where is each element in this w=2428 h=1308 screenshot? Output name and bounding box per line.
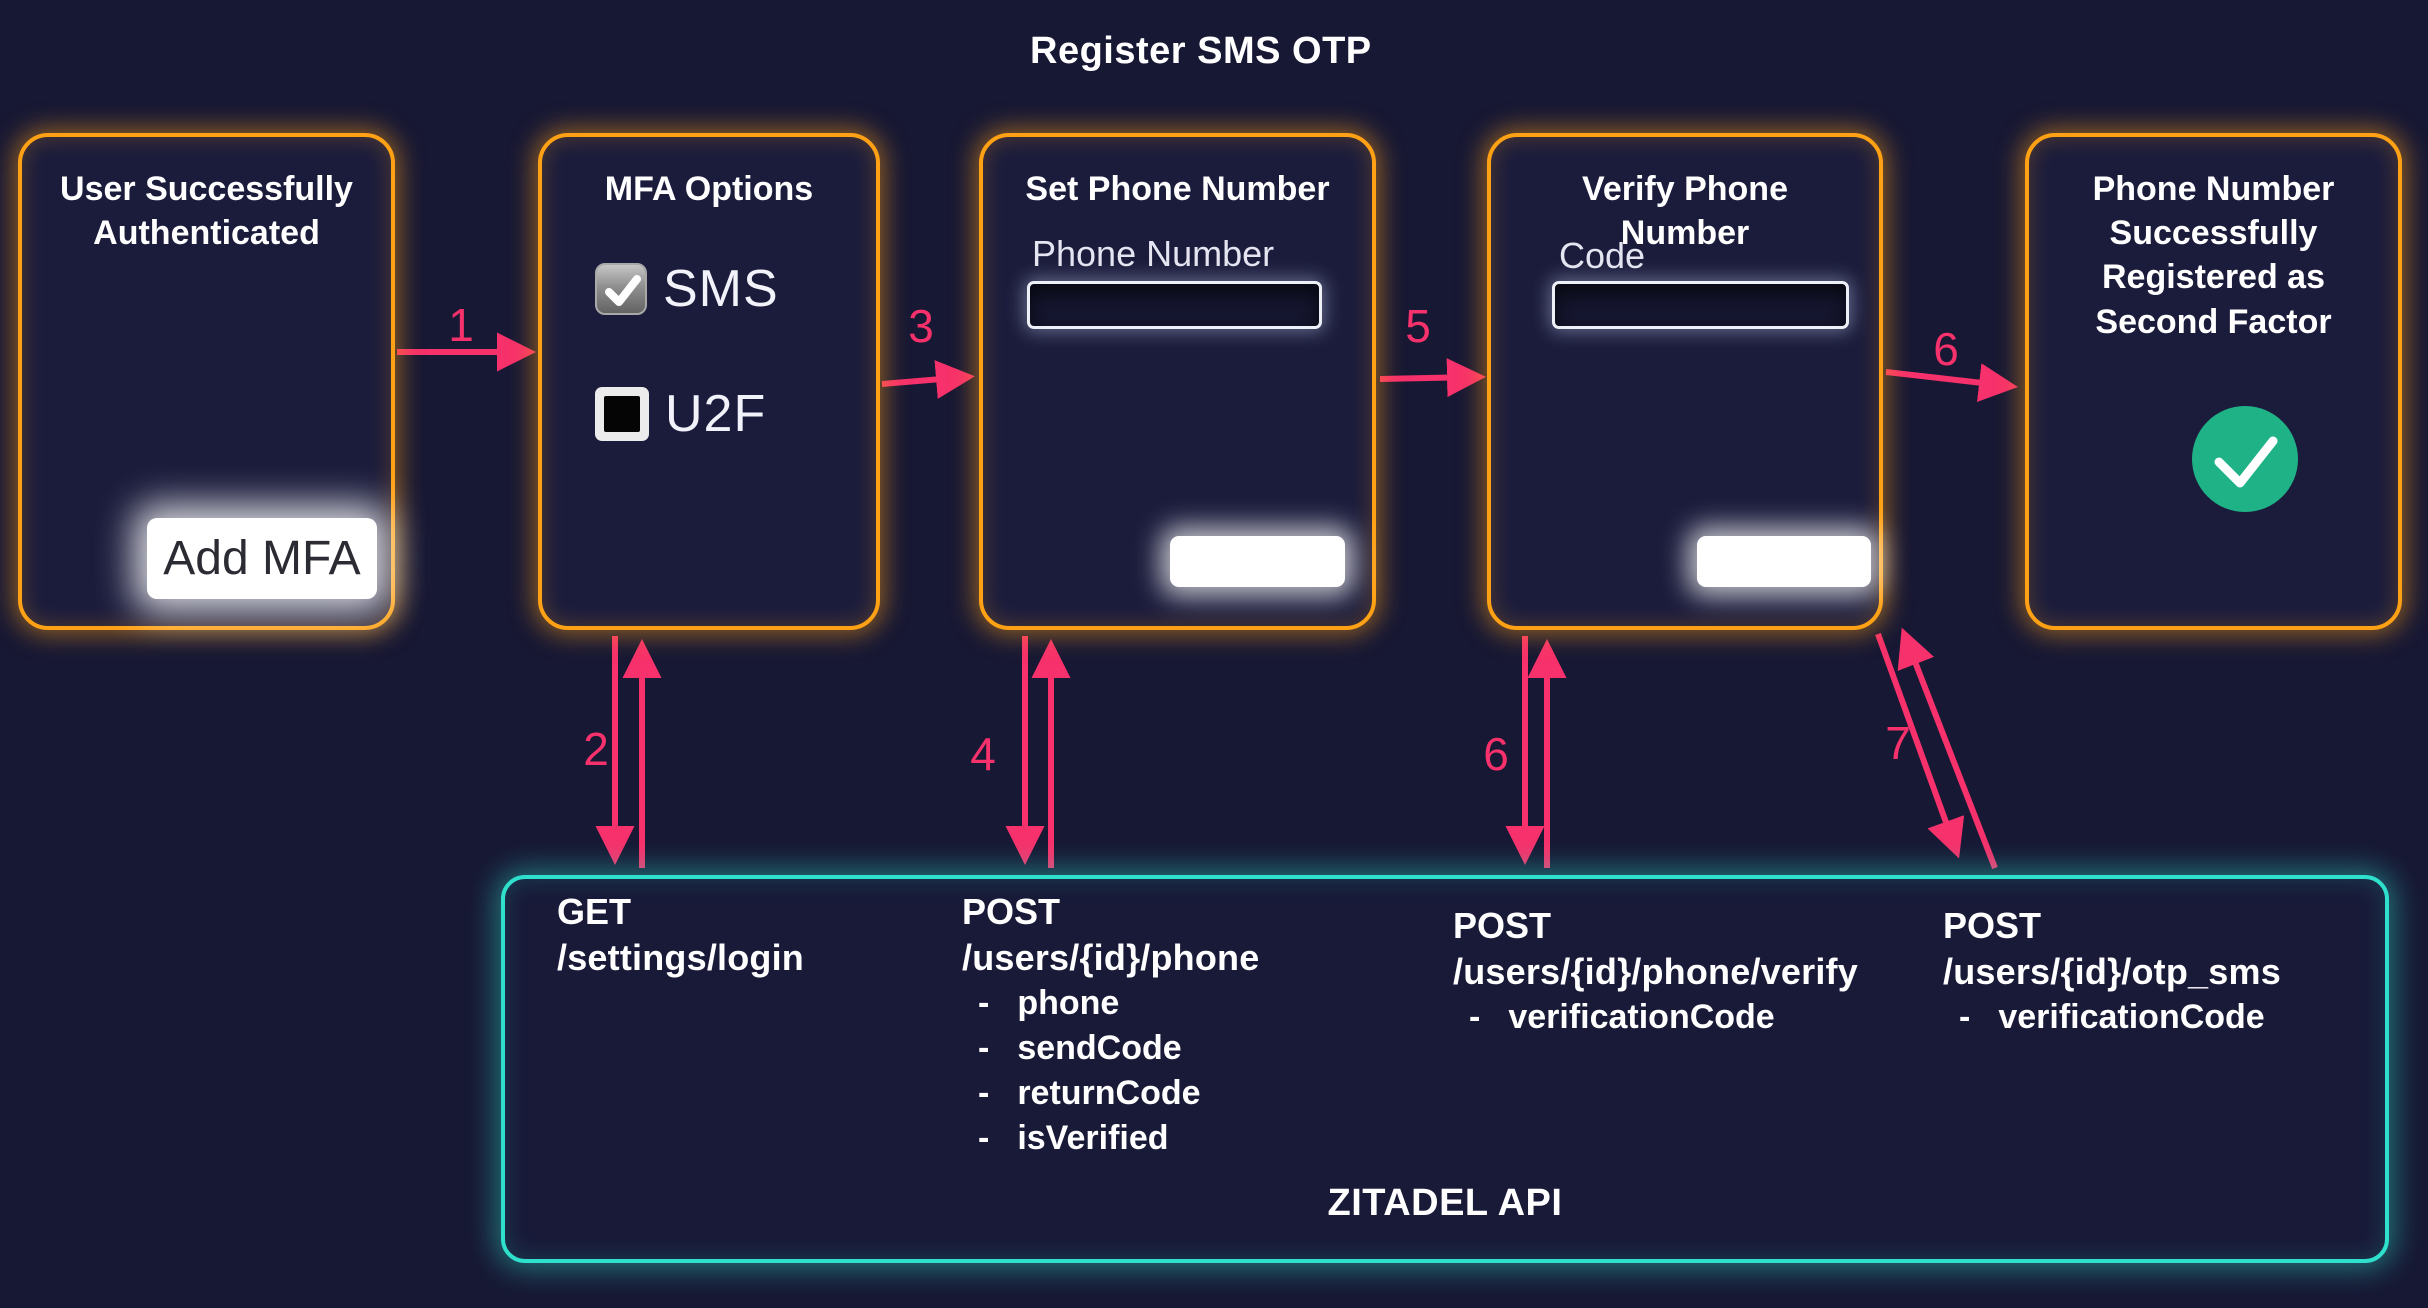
node-title: Verify Phone Number <box>1582 170 1788 253</box>
node-verify-phone-number: Verify Phone Number Code <box>1487 133 1883 630</box>
node-title: User Successfully Authenticated <box>60 170 353 253</box>
code-label: Code <box>1559 235 1646 276</box>
node-user-authenticated: User Successfully Authenticated Add MFA <box>18 133 395 630</box>
zitadel-api-panel: GET /settings/login POST /users/{id}/pho… <box>501 875 2389 1263</box>
step-number-3: 3 <box>908 300 934 352</box>
node-registration-success: Phone Number Successfully Registered as … <box>2025 133 2402 630</box>
submit-phone-button[interactable] <box>1170 536 1345 587</box>
phone-number-label: Phone Number <box>1032 233 1275 274</box>
endpoint-path: /users/{id}/phone/verify <box>1453 951 1858 992</box>
mfa-option-label: SMS <box>663 260 779 318</box>
add-mfa-button[interactable]: Add MFA <box>147 518 377 599</box>
checkbox-checked-icon[interactable] <box>595 263 647 315</box>
step-number-2: 2 <box>583 723 609 775</box>
endpoint-path: /users/{id}/phone <box>962 937 1260 978</box>
endpoint-path: /settings/login <box>557 937 805 978</box>
step-number-7: 7 <box>1885 717 1911 769</box>
check-circle-icon <box>2192 406 2298 512</box>
endpoint-post-otp-sms: POST /users/{id}/otp_sms -verificationCo… <box>1943 903 2281 1040</box>
endpoint-method: GET <box>557 891 632 932</box>
endpoint-get-settings-login: GET /settings/login <box>557 889 804 981</box>
step-number-5: 5 <box>1405 300 1431 352</box>
endpoint-param: -returnCode <box>978 1074 1201 1112</box>
code-input[interactable] <box>1552 281 1849 329</box>
verify-code-button[interactable] <box>1697 536 1871 587</box>
endpoint-param: -verificationCode <box>1959 998 2265 1036</box>
endpoint-param: -verificationCode <box>1469 998 1775 1036</box>
endpoint-method: POST <box>1453 905 1552 946</box>
endpoint-param: -sendCode <box>978 1029 1182 1067</box>
endpoint-post-phone-verify: POST /users/{id}/phone/verify -verificat… <box>1453 903 1858 1040</box>
endpoint-param: -phone <box>978 984 1120 1022</box>
endpoint-method: POST <box>1943 905 2042 946</box>
step-number-1: 1 <box>448 299 474 351</box>
phone-number-input[interactable] <box>1027 281 1322 329</box>
mfa-option-sms[interactable]: SMS <box>595 259 779 319</box>
checkbox-unchecked-icon[interactable] <box>595 387 649 441</box>
api-panel-title: ZITADEL API <box>1327 1182 1563 1224</box>
step-number-6-horizontal: 6 <box>1933 323 1959 375</box>
mfa-option-label: U2F <box>665 385 767 443</box>
node-set-phone-number: Set Phone Number Phone Number <box>979 133 1376 630</box>
step-number-4: 4 <box>970 728 996 780</box>
endpoint-param: -isVerified <box>978 1119 1169 1157</box>
endpoint-post-phone: POST /users/{id}/phone -phone -sendCode -r… <box>962 889 1259 1161</box>
flow-arrow <box>1897 627 1998 870</box>
node-title: Set Phone Number <box>1025 170 1330 208</box>
flow-arrow <box>1379 358 1486 398</box>
endpoint-path: /users/{id}/otp_sms <box>1943 951 2281 992</box>
mfa-option-u2f[interactable]: U2F <box>595 384 766 444</box>
node-title: MFA Options <box>604 170 814 208</box>
node-title: Phone Number Successfully Registered as … <box>2092 170 2335 341</box>
step-number-6-vertical: 6 <box>1483 728 1509 780</box>
flow-arrow <box>881 360 975 399</box>
node-mfa-options: MFA Options SMS U2F <box>538 133 880 630</box>
endpoint-method: POST <box>962 891 1061 932</box>
page-title: Register SMS OTP <box>1030 30 1372 72</box>
